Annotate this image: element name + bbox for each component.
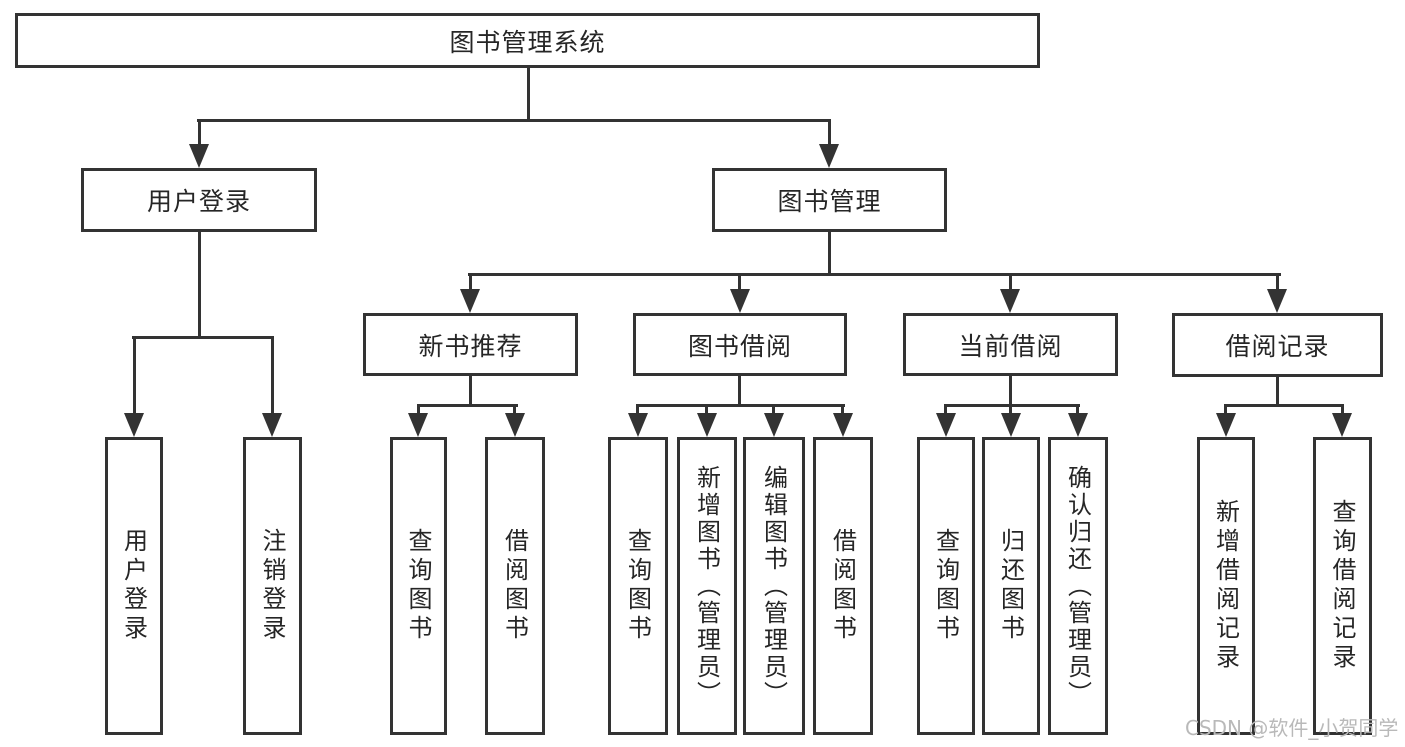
connector	[468, 273, 1281, 276]
leaf-cb-confirm-return: 确认归还（管理员）	[1048, 437, 1108, 735]
arrowhead-down-icon	[628, 413, 648, 437]
arrowhead-down-icon	[460, 289, 480, 313]
connector	[1009, 404, 1012, 419]
leaf-logout-action: 注销登录	[243, 437, 302, 735]
leaf-br-query-record-label: 查询借阅记录	[1328, 499, 1356, 673]
connector	[944, 404, 1080, 407]
connector	[198, 230, 201, 338]
connector	[828, 119, 831, 149]
leaf-bb-borrow-book: 借阅图书	[813, 437, 873, 735]
arrowhead-down-icon	[1068, 413, 1088, 437]
leaf-br-query-record: 查询借阅记录	[1313, 437, 1372, 735]
node-book-mgmt-label: 图书管理	[777, 187, 882, 216]
node-new-book-rec: 新书推荐	[363, 313, 578, 376]
connector	[1076, 404, 1079, 419]
arrowhead-down-icon	[1216, 413, 1236, 437]
node-book-borrow: 图书借阅	[633, 313, 847, 376]
node-new-book-rec-label: 新书推荐	[418, 331, 523, 361]
leaf-bb-query-book: 查询图书	[608, 437, 668, 735]
connector	[1009, 273, 1012, 295]
leaf-nbr-borrow-book-label: 借阅图书	[500, 528, 529, 644]
node-root: 图书管理系统	[15, 13, 1040, 68]
connector	[738, 273, 741, 295]
arrowhead-down-icon	[262, 413, 282, 437]
node-current-borrow: 当前借阅	[903, 313, 1118, 376]
arrowhead-down-icon	[730, 289, 750, 313]
connector	[841, 404, 844, 419]
node-book-mgmt: 图书管理	[712, 168, 947, 232]
arrowhead-down-icon	[936, 413, 956, 437]
connector	[132, 336, 274, 339]
arrowhead-down-icon	[1332, 413, 1352, 437]
connector	[198, 119, 201, 149]
arrowhead-down-icon	[505, 413, 525, 437]
connector	[417, 404, 518, 407]
arrowhead-down-icon	[833, 413, 853, 437]
leaf-bb-add-book: 新增图书（管理员）	[677, 437, 737, 735]
connector	[469, 273, 472, 295]
leaf-bb-borrow-book-label: 借阅图书	[828, 528, 857, 644]
leaf-cb-return-book: 归还图书	[982, 437, 1040, 735]
arrowhead-down-icon	[1001, 413, 1021, 437]
leaf-cb-confirm-return-label: 确认归还（管理员）	[1063, 464, 1092, 708]
leaf-bb-edit-book: 编辑图书（管理员）	[743, 437, 805, 735]
node-current-borrow-label: 当前借阅	[958, 331, 1063, 361]
leaf-logout-action-label: 注销登录	[258, 528, 286, 644]
node-user-login-label: 用户登录	[146, 187, 251, 216]
connector	[705, 404, 708, 419]
connector	[1224, 404, 1227, 419]
connector	[133, 336, 136, 419]
connector	[1341, 404, 1344, 419]
connector	[944, 404, 947, 419]
leaf-user-login-action: 用户登录	[105, 437, 163, 735]
leaf-bb-edit-book-label: 编辑图书（管理员）	[759, 464, 788, 708]
leaf-nbr-query-book-label: 查询图书	[404, 528, 432, 644]
connector	[1224, 404, 1344, 407]
arrowhead-down-icon	[764, 413, 784, 437]
leaf-nbr-query-book: 查询图书	[390, 437, 447, 735]
connector	[828, 230, 831, 276]
arrowhead-down-icon	[408, 413, 428, 437]
leaf-br-add-record-label: 新增借阅记录	[1211, 499, 1240, 673]
csdn-watermark: CSDN @软件_小贺同学	[1185, 716, 1399, 740]
arrowhead-down-icon	[819, 144, 839, 168]
connector	[1276, 273, 1279, 295]
connector	[1009, 374, 1012, 407]
connector	[772, 404, 775, 419]
leaf-bb-query-book-label: 查询图书	[623, 528, 652, 644]
leaf-br-add-record: 新增借阅记录	[1197, 437, 1255, 735]
leaf-cb-return-book-label: 归还图书	[996, 528, 1025, 644]
node-root-label: 图书管理系统	[449, 27, 606, 57]
leaf-cb-query-book: 查询图书	[917, 437, 975, 735]
node-user-login: 用户登录	[81, 168, 317, 232]
connector	[271, 336, 274, 419]
connector	[636, 404, 845, 407]
leaf-nbr-borrow-book: 借阅图书	[485, 437, 545, 735]
connector	[197, 119, 831, 122]
arrowhead-down-icon	[189, 144, 209, 168]
leaf-user-login-action-label: 用户登录	[119, 528, 148, 644]
node-borrow-record: 借阅记录	[1172, 313, 1383, 377]
connector	[417, 404, 420, 419]
connector	[1276, 374, 1279, 407]
node-borrow-record-label: 借阅记录	[1225, 332, 1330, 361]
arrowhead-down-icon	[1000, 289, 1020, 313]
connector	[636, 404, 639, 419]
leaf-cb-query-book-label: 查询图书	[931, 528, 960, 644]
connector	[469, 374, 472, 407]
arrowhead-down-icon	[124, 413, 144, 437]
connector	[513, 404, 516, 419]
connector	[738, 374, 741, 407]
arrowhead-down-icon	[1267, 289, 1287, 313]
leaf-bb-add-book-label: 新增图书（管理员）	[692, 464, 721, 708]
node-book-borrow-label: 图书借阅	[687, 331, 792, 361]
arrowhead-down-icon	[697, 413, 717, 437]
connector	[527, 66, 530, 120]
